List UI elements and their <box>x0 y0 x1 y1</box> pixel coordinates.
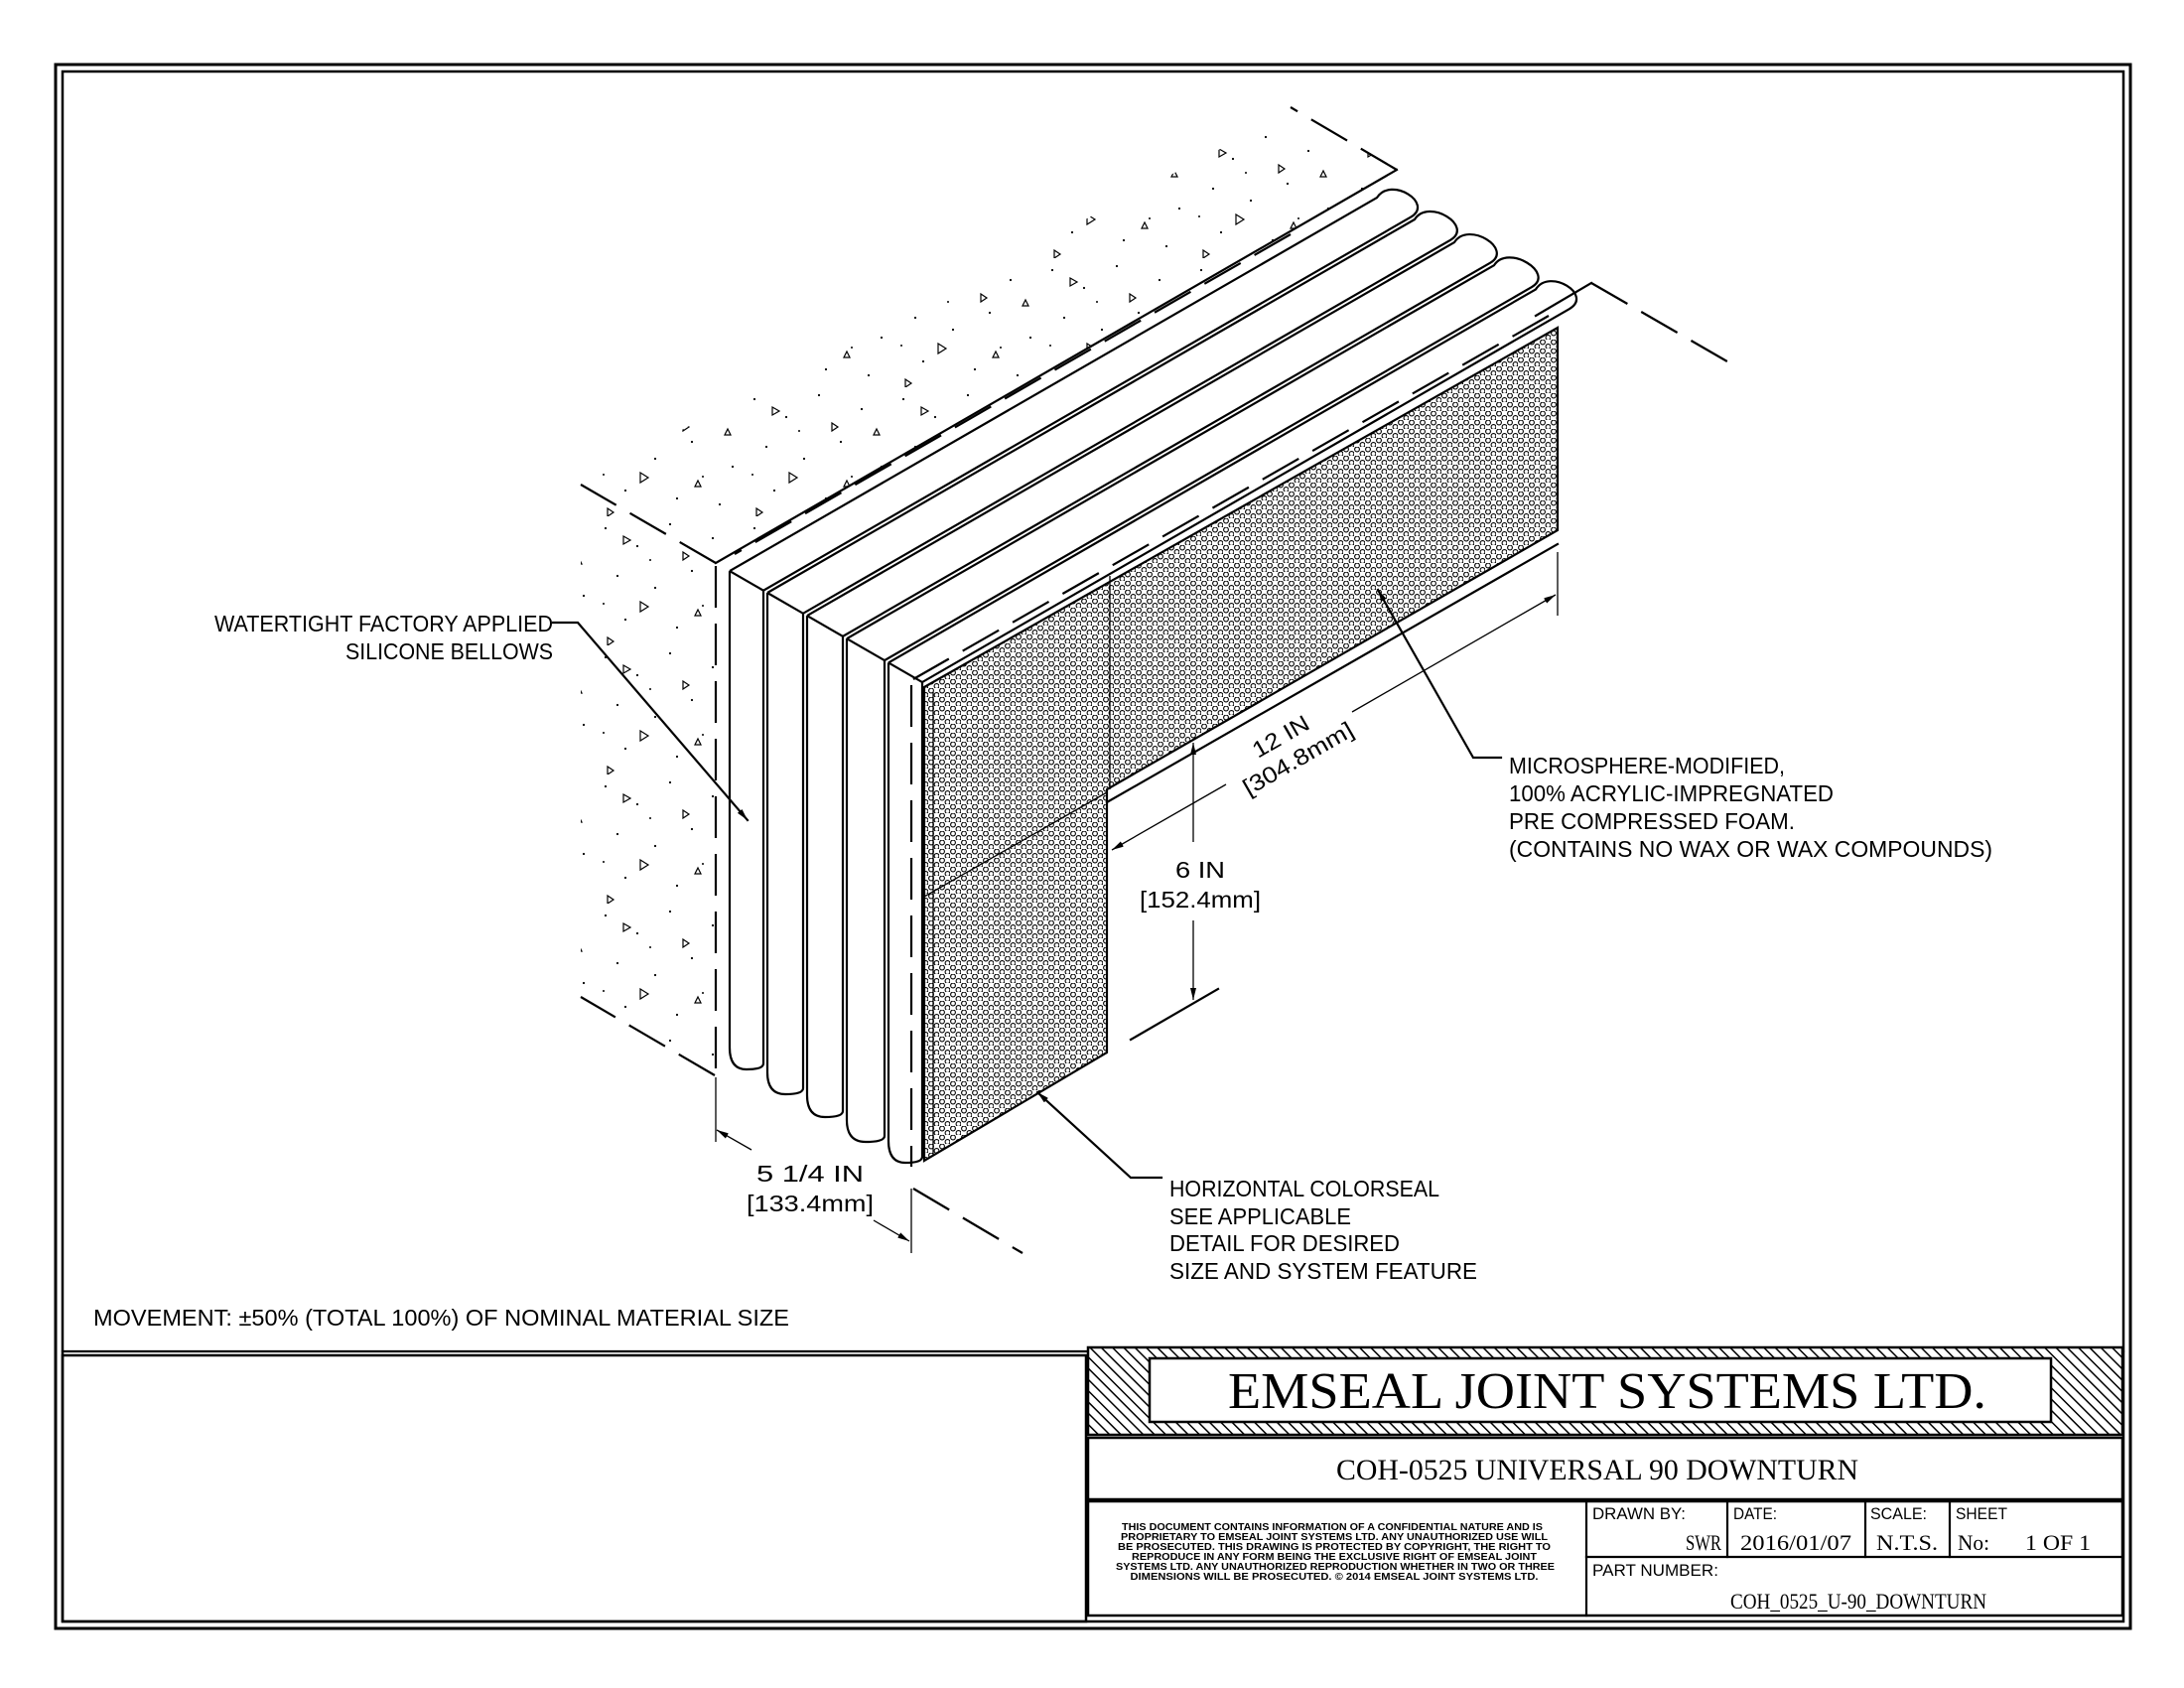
note-line: 100% ACRYLIC-IMPREGNATED <box>1509 780 1834 806</box>
sheet-no-label: No: <box>1958 1530 1989 1555</box>
note-line: SEE APPLICABLE <box>1169 1203 1351 1229</box>
notice-line: REPRODUCE IN ANY FORM BEING THE EXCLUSIV… <box>1132 1552 1537 1563</box>
foam-leader <box>1376 588 1503 760</box>
inner-border <box>61 70 2125 1623</box>
part-number-label: PART NUMBER: <box>1592 1561 1718 1580</box>
sheet-value: 1 OF 1 <box>2025 1530 2091 1555</box>
concrete-side-face <box>581 483 716 1075</box>
notice-line: BE PROSECUTED. THIS DRAWING IS PROTECTED… <box>1118 1542 1551 1553</box>
height-dimension-metric: [152.4mm] <box>1140 887 1261 913</box>
note-line: DETAIL FOR DESIRED <box>1169 1230 1400 1256</box>
date-value: 2016/01/07 <box>1740 1530 1851 1555</box>
drawn-by-value: SWR <box>1686 1530 1721 1555</box>
note-line: MICROSPHERE-MODIFIED, <box>1509 753 1785 778</box>
movement-note: MOVEMENT: ±50% (TOTAL 100%) OF NOMINAL M… <box>93 1305 789 1331</box>
sheet-label: SHEET <box>1956 1504 2007 1523</box>
title-block: EMSEAL JOINT SYSTEMS LTD. COH-0525 UNIVE… <box>61 1345 2125 1623</box>
notice-line: SYSTEMS LTD. ANY UNAUTHORIZED REPRODUCTI… <box>1116 1562 1555 1573</box>
bellows-leader <box>551 621 750 822</box>
foam-note: MICROSPHERE-MODIFIED, 100% ACRYLIC-IMPRE… <box>1509 753 1992 862</box>
note-line: PRE COMPRESSED FOAM. <box>1509 808 1795 834</box>
width-dimension: 5 1/4 IN [133.4mm] <box>716 1129 910 1242</box>
height-dimension-imperial: 6 IN <box>1175 857 1225 883</box>
company-name: EMSEAL JOINT SYSTEMS LTD. <box>1228 1363 1986 1420</box>
note-line: HORIZONTAL COLORSEAL <box>1169 1176 1439 1201</box>
bellows-fold <box>765 210 1458 1096</box>
drawn-by-label: DRAWN BY: <box>1592 1504 1686 1523</box>
bellows-fold <box>805 232 1498 1119</box>
joint-detail-drawing: 5 1/4 IN [133.4mm] 6 IN [152.4mm] 12 IN … <box>551 106 1733 1254</box>
concrete-top-face <box>581 110 1397 563</box>
colorseal-note: HORIZONTAL COLORSEAL SEE APPLICABLE DETA… <box>1169 1176 1477 1284</box>
bellows-fold <box>845 256 1540 1144</box>
bellows-fold <box>887 280 1578 1165</box>
colorseal-leader <box>1035 1090 1163 1180</box>
scale-label: SCALE: <box>1870 1504 1927 1523</box>
confidentiality-notice: THIS DOCUMENT CONTAINS INFORMATION OF A … <box>1116 1522 1555 1583</box>
bellows-fold <box>728 188 1420 1071</box>
notes-box <box>61 1353 1088 1623</box>
scale-value: N.T.S. <box>1876 1530 1938 1555</box>
note-line: (CONTAINS NO WAX OR WAX COMPOUNDS) <box>1509 836 1992 862</box>
notice-line: DIMENSIONS WILL BE PROSECUTED. © 2014 EM… <box>1131 1572 1539 1583</box>
outer-border <box>54 63 2132 1630</box>
notice-line: PROPRIETARY TO EMSEAL JOINT SYSTEMS LTD.… <box>1121 1532 1548 1543</box>
acrylic-foam <box>922 326 1560 1163</box>
drawing-title: COH-0525 UNIVERSAL 90 DOWNTURN <box>1336 1454 1858 1486</box>
width-dimension-imperial: 5 1/4 IN <box>756 1161 864 1187</box>
note-line: SILICONE BELLOWS <box>345 638 553 664</box>
note-line: SIZE AND SYSTEM FEATURE <box>1169 1258 1477 1284</box>
height-dimension: 6 IN [152.4mm] <box>1129 743 1261 1042</box>
date-label: DATE: <box>1733 1504 1777 1523</box>
bellows-note: WATERTIGHT FACTORY APPLIED SILICONE BELL… <box>214 611 553 664</box>
silicone-bellows <box>728 188 1578 1165</box>
notice-line: THIS DOCUMENT CONTAINS INFORMATION OF A … <box>1122 1522 1543 1533</box>
width-dimension-metric: [133.4mm] <box>747 1191 874 1216</box>
note-line: WATERTIGHT FACTORY APPLIED <box>214 611 553 636</box>
part-number-value: COH_0525_U-90_DOWNTURN <box>1730 1589 1986 1614</box>
